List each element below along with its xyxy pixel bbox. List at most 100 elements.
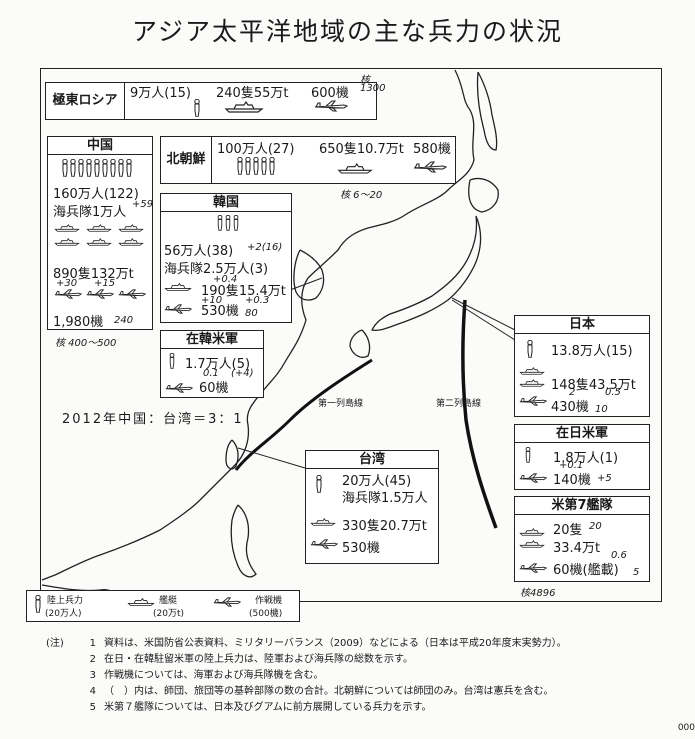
russia-box: 極東ロシア 9万人(15) 240隻55万t 600機 — [45, 82, 377, 120]
korea-note-c: +0.3 — [245, 295, 270, 306]
note-text: （ ）内は、師団、旅団等の基幹部隊の数の合計。北朝鮮については師団のみ。台湾は憲… — [104, 686, 554, 697]
soldier-icon — [94, 159, 100, 177]
soldier-icon — [269, 157, 275, 175]
japan-leader — [451, 299, 516, 341]
korea-name: 韓国 — [161, 194, 291, 212]
china-planes: 1,980機 — [53, 315, 104, 330]
first-island-chain — [234, 358, 373, 471]
korea-box: 韓国 56万人(38) +2(16) 海兵隊2.5万人(3) +0.4 190隻… — [160, 193, 292, 323]
usfj-troops: 1.8万人(1) — [553, 451, 619, 466]
korea-ships: 190隻15.4万t — [201, 284, 286, 299]
nk-ships: 650隻10.7万t — [319, 142, 404, 157]
soldier-icon — [527, 340, 533, 358]
japan-ships: 148隻43.5万t — [551, 378, 636, 393]
russia-ships: 240隻55万t — [216, 86, 289, 101]
legend-box: 陸上兵力 (20万人) 艦艇 (20万t) 作戦機 (500機) — [26, 590, 300, 622]
nk-troops: 100万人(27) — [217, 142, 295, 157]
soldier-icon — [118, 159, 124, 177]
china-note-b: +30 — [56, 278, 78, 289]
ship-icon — [310, 517, 336, 527]
korea-troops: 56万人(38) — [164, 244, 234, 259]
plane-icon — [314, 100, 348, 112]
note-text: 在日・在韓駐留米軍の陸上兵力は、陸軍および海兵隊の総数を示す。 — [104, 654, 413, 665]
seventh-box: 米第7艦隊 20隻 20 33.4万t 0.6 60機(艦載) 5 — [514, 496, 650, 582]
plane-icon — [165, 383, 193, 393]
russia-nuke-count: 1300 — [360, 83, 386, 94]
seventh-note-c: 5 — [633, 567, 640, 578]
plane-icon — [54, 289, 82, 299]
nk-soldier-icons — [237, 157, 275, 175]
nk-box: 北朝鮮 100万人(27) 650隻10.7万t 580機 — [160, 136, 456, 184]
russia-nuke-note: 核 — [360, 75, 370, 86]
legend-planes: 作戦機 — [255, 596, 283, 606]
ship-icon — [86, 237, 112, 247]
usfk-note-b: (+4) — [231, 368, 254, 379]
china-note-a: +59 — [132, 199, 154, 210]
soldier-icon — [86, 159, 92, 177]
usfj-planes: 140機 — [553, 473, 591, 488]
korea-planes: 530機 — [201, 304, 239, 319]
usfk-note-a: 0.1 — [203, 368, 219, 379]
china-name: 中国 — [48, 137, 152, 155]
note-text: 資料は、米国防省公表資料、ミリタリーバランス（2009）などによる（日本は平成2… — [104, 638, 567, 649]
first-island-chain-label: 第一列島線 — [318, 399, 364, 409]
plane-icon — [86, 289, 114, 299]
korea-soldier-icons — [217, 215, 239, 231]
note-text: 米第７艦隊については、日本及びグアムに前方展開している兵力を示す。 — [104, 702, 432, 713]
taiwan-island — [225, 439, 239, 470]
soldier-icon — [261, 157, 267, 175]
usfj-note-b: +5 — [597, 473, 612, 484]
plane-icon — [413, 161, 447, 173]
nk-planes: 580機 — [413, 142, 451, 157]
legend-troops: 陸上兵力 — [47, 596, 84, 606]
ship-icon — [337, 163, 373, 174]
korea-note-d: 80 — [245, 308, 258, 319]
ship-icon — [127, 597, 155, 607]
korea-note-b: +10 — [201, 295, 223, 306]
japan-name: 日本 — [515, 316, 649, 334]
japan-note-b: 0.5 — [605, 387, 621, 398]
russia-planes: 600機 — [311, 86, 349, 101]
taiwan-name: 台湾 — [306, 451, 438, 469]
soldier-icon — [525, 447, 531, 463]
japan-honshu — [371, 215, 482, 332]
japan-box: 日本 13.8万人(15) 148隻43.5万t 2 0.5 430機 10 — [514, 315, 650, 417]
soldier-icon — [253, 157, 259, 175]
seventh-planes: 60機(艦載) — [553, 563, 619, 578]
soldier-icon — [233, 215, 239, 231]
usfk-name: 在韓米軍 — [161, 331, 263, 349]
ship-icon — [118, 237, 144, 247]
seventh-note-b: 0.6 — [611, 550, 627, 561]
note-row: 4（ ）内は、師団、旅団等の基幹部隊の数の合計。北朝鮮については師団のみ。台湾は… — [46, 684, 567, 700]
ship-icon — [118, 223, 144, 233]
soldier-icon — [126, 159, 132, 177]
seventh-tonnage: 33.4万t — [553, 541, 601, 556]
china-nuke-note: 核 400〜500 — [55, 338, 117, 349]
soldier-icon — [70, 159, 76, 177]
korean-peninsula — [293, 249, 325, 301]
taiwan-leader — [237, 447, 306, 469]
note-number: 3 — [89, 670, 96, 681]
china-note-d: 240 — [114, 315, 134, 326]
usfj-name: 在日米軍 — [515, 425, 649, 443]
ship-icon — [519, 378, 545, 388]
usfk-box: 在韓米軍 1.7万人(5) 0.1 (+4) 60機 — [160, 330, 264, 398]
seventh-ships: 20隻 — [553, 523, 583, 538]
soldier-icon — [217, 215, 223, 231]
note-number: 1 — [89, 638, 96, 649]
ship-icon — [519, 539, 545, 549]
nk-nuke-note: 核 6〜20 — [340, 190, 383, 201]
usfj-note-a: +0.1 — [559, 460, 584, 471]
korea-troops-note: +2(16) — [247, 242, 283, 253]
seventh-name: 米第7艦隊 — [515, 497, 649, 515]
china-ships: 890隻132万t — [53, 267, 134, 282]
soldier-icon — [169, 353, 175, 369]
page-title: アジア太平洋地域の主な兵力の状況 — [131, 17, 563, 46]
soldier-icon — [225, 215, 231, 231]
legend-ships: 艦艇 — [159, 596, 178, 606]
soldier-icon — [110, 159, 116, 177]
soldier-icon — [237, 157, 243, 175]
